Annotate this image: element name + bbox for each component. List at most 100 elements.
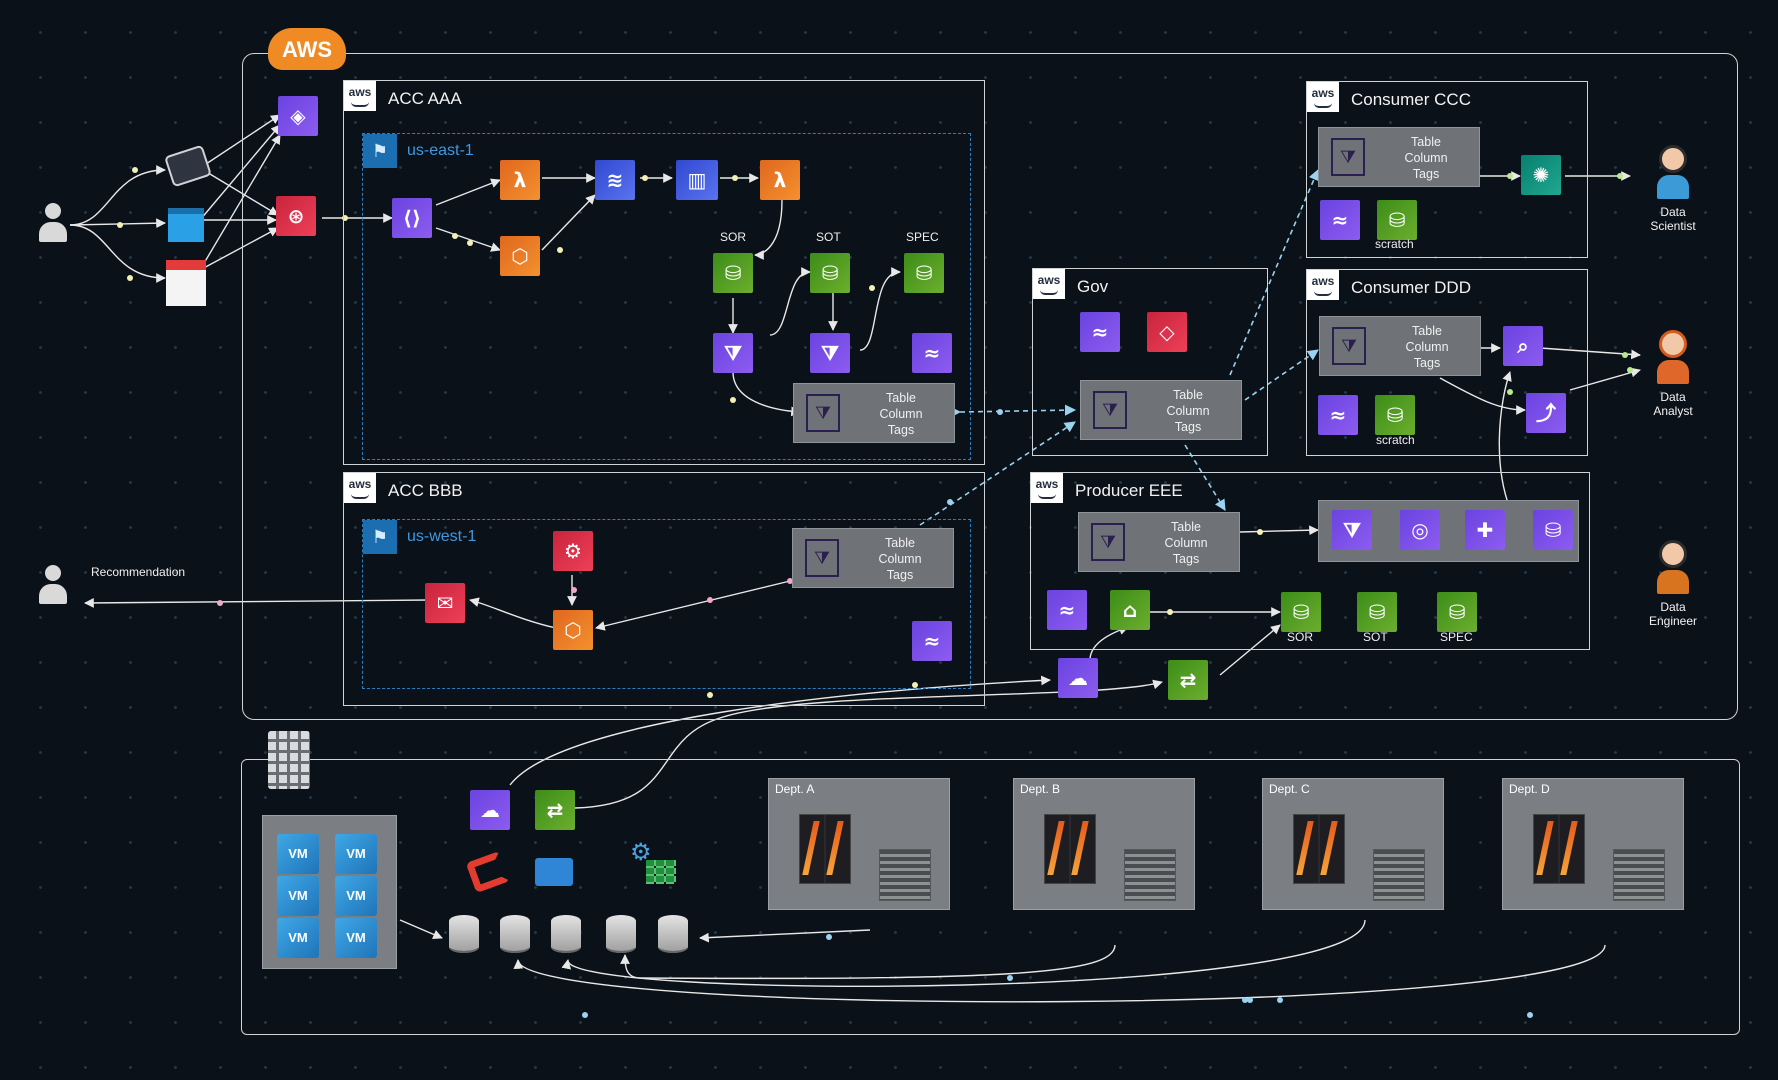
waf-icon: ⊛ — [276, 196, 316, 236]
s3-bucket-icon: ⛁ — [1437, 592, 1477, 632]
s3-bucket-icon: ⛁ — [1281, 592, 1321, 632]
aws-logo-icon: aws — [1307, 82, 1339, 112]
user-icon — [38, 203, 68, 245]
lambda-icon: λ — [760, 160, 800, 200]
catalog-icon: ⧩ — [1332, 327, 1366, 365]
department-label: Dept. D — [1509, 782, 1550, 796]
server-rack-icon — [879, 849, 931, 901]
server-rack-icon — [1373, 849, 1425, 901]
tags-label: Table Column Tags — [1405, 324, 1449, 370]
data-analyst-label: Data Analyst — [1653, 390, 1693, 418]
account-consumer-ccc: aws Consumer CCC — [1306, 81, 1588, 258]
department-panel-a: Dept. A — [768, 778, 950, 910]
dynamodb-icon: ≋ — [595, 160, 635, 200]
s3-bucket-icon: ⛁ — [904, 253, 944, 293]
table-column-tags-panel: ⧩ Table Column Tags — [1318, 127, 1480, 187]
department-panel-d: Dept. D — [1502, 778, 1684, 910]
table-column-tags-panel: ⧩ Table Column Tags — [1078, 512, 1240, 572]
ecs-icon: ⬡ — [553, 610, 593, 650]
zone-label-spec: SPEC — [1440, 630, 1473, 644]
table-column-tags-panel: ⧩ Table Column Tags — [1319, 316, 1481, 376]
catalog-icon: ⧩ — [1331, 138, 1365, 176]
aws-cloud-frame — [242, 53, 1738, 720]
department-panel-b: Dept. B — [1013, 778, 1195, 910]
aws-cloud-text: AWS — [281, 37, 333, 62]
link-user-devices — [69, 165, 166, 226]
mainframe-icon — [799, 814, 851, 884]
catalog-icon: ⧩ — [1091, 523, 1125, 561]
account-title: ACC AAA — [388, 89, 462, 108]
mainframe-icon — [1533, 814, 1585, 884]
vm-cluster-panel: VM VM VM VM VM VM — [262, 815, 397, 969]
glue-crawler-icon: ⧩ — [810, 333, 850, 373]
server-rack-icon — [1124, 849, 1176, 901]
table-column-tags-panel: ⧩ Table Column Tags — [793, 383, 955, 443]
vm-icon: VM — [335, 876, 377, 916]
region-us-west-1: ⚑ us-west-1 — [362, 519, 971, 689]
account-acc-bbb: aws ACC BBB ⚑ us-west-1 — [343, 472, 985, 706]
lake-formation-icon: ≈ — [1318, 395, 1358, 435]
transfer-family-icon: ⌂ — [1110, 590, 1150, 630]
lake-formation-icon: ≈ — [1320, 200, 1360, 240]
zone-label-spec: SPEC — [906, 230, 939, 244]
account-acc-aaa: aws ACC AAA ⚑ us-east-1 — [343, 80, 985, 465]
recommendation-user-icon — [38, 565, 68, 607]
account-title: Gov — [1077, 277, 1109, 296]
flag-icon: ⚑ — [363, 520, 397, 554]
glue-databrew-icon: ✚ — [1465, 510, 1505, 550]
region-label: us-west-1 — [407, 528, 477, 545]
datasync-icon: ☁ — [1058, 658, 1098, 698]
database-icon — [551, 915, 581, 953]
aws-logo-icon: aws — [1307, 270, 1339, 300]
table-column-tags-panel: ⧩ Table Column Tags — [792, 528, 954, 588]
data-scientist-avatar — [1656, 145, 1690, 205]
lake-formation-icon: ≈ — [912, 333, 952, 373]
mainframe-icon — [1044, 814, 1096, 884]
scratch-label: scratch — [1375, 237, 1414, 251]
sagemaker-icon: ✺ — [1521, 155, 1561, 195]
vm-icon: VM — [335, 918, 377, 958]
glue-crawler-icon: ⧩ — [1332, 510, 1372, 550]
data-scientist-label: Data Scientist — [1650, 205, 1696, 233]
pinpoint-icon: ✉ — [425, 583, 465, 623]
route53-icon: ◈ — [278, 96, 318, 136]
store-icon — [166, 260, 206, 306]
zone-label-sor: SOR — [1287, 630, 1314, 644]
vm-icon: VM — [277, 834, 319, 874]
account-title: Consumer CCC — [1351, 90, 1471, 109]
server-rack-icon — [1613, 849, 1665, 901]
building-icon — [268, 731, 310, 789]
zone-label-sot: SOT — [1363, 630, 1388, 644]
storage-gateway-icon: ⇄ — [1168, 660, 1208, 700]
account-title: ACC BBB — [388, 481, 463, 500]
tags-label: Table Column Tags — [1404, 135, 1448, 181]
tags-label: Table Column Tags — [879, 391, 923, 437]
tags-label: Table Column Tags — [878, 536, 922, 582]
browser-window-icon — [168, 208, 204, 242]
department-label: Dept. A — [775, 782, 815, 796]
database-icon — [658, 915, 688, 953]
s3-bucket-icon: ⛁ — [713, 253, 753, 293]
region-label: us-east-1 — [407, 142, 474, 159]
account-gov: aws Gov — [1032, 268, 1268, 456]
catalog-icon: ⧩ — [805, 539, 839, 577]
vm-icon: VM — [277, 918, 319, 958]
account-consumer-ddd: aws Consumer DDD — [1306, 269, 1588, 456]
tags-label: Table Column Tags — [1166, 388, 1210, 434]
database-icon — [606, 915, 636, 953]
folder-icon — [535, 858, 573, 886]
zone-label-sot: SOT — [816, 230, 841, 244]
data-analyst-avatar — [1656, 330, 1690, 390]
department-label: Dept. B — [1020, 782, 1061, 796]
eventbridge-icon: ⚙ — [553, 531, 593, 571]
aws-logo-icon: aws — [1033, 269, 1065, 299]
storage-gateway-icon: ⇄ — [535, 790, 575, 830]
aws-logo-icon: aws — [1031, 473, 1063, 503]
s3-bucket-icon: ⛁ — [810, 253, 850, 293]
aws-logo-icon: aws — [344, 81, 376, 111]
region-us-east-1: ⚑ us-east-1 — [362, 133, 971, 460]
zone-label-sor: SOR — [720, 230, 747, 244]
redshift-icon: ⛁ — [1533, 510, 1573, 550]
athena-icon: ⌕ — [1503, 326, 1543, 366]
scratch-label: scratch — [1376, 433, 1415, 447]
